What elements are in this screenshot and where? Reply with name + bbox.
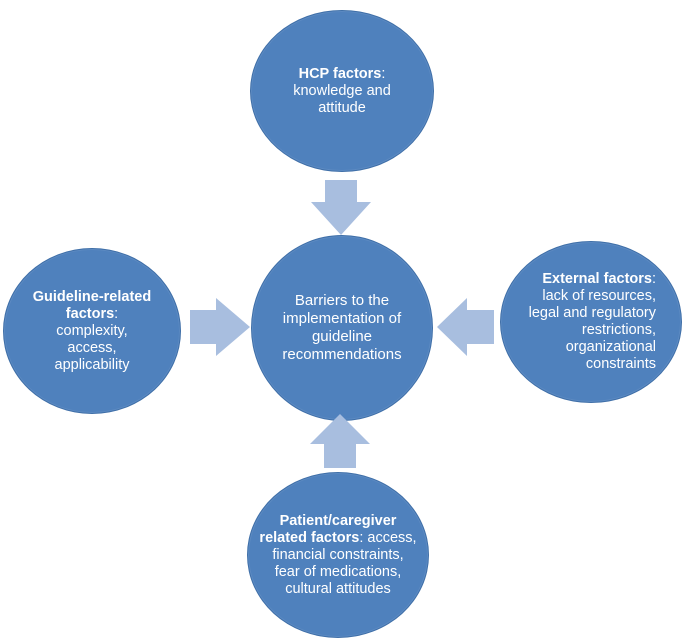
guideline-factors-circle: Guideline-related factors: complexity, a…	[3, 248, 181, 414]
patient-factors-circle: Patient/caregiver related factors: acces…	[247, 472, 429, 638]
guideline-factors-title: Guideline-related factors	[32, 288, 152, 322]
barriers-center-circle: Barriers to the implementation of guidel…	[251, 235, 433, 421]
hcp-factors-title: HCP factors	[298, 65, 382, 82]
right-arrow-icon	[190, 298, 250, 356]
patient-factors-title: Patient/caregiver related factors	[259, 512, 397, 546]
external-factors-title: External factors	[542, 271, 652, 287]
up-arrow-icon	[310, 414, 370, 468]
patient-factors-text: Patient/caregiver related factors: acces…	[259, 513, 417, 598]
guideline-factors-description: : complexity, access, applicability	[54, 305, 130, 373]
left-arrow-icon	[437, 298, 494, 356]
hcp-factors-text: HCP factors: knowledge and attitude	[272, 66, 412, 117]
external-factors-circle: External factors: lack of resources, leg…	[500, 241, 682, 403]
patient-factors-description: : access, financial constraints, fear of…	[272, 529, 417, 597]
hcp-factors-circle: HCP factors: knowledge and attitude	[250, 10, 434, 172]
hcp-factors-description: : knowledge and attitude	[293, 65, 391, 116]
barriers-center-text: Barriers to the implementation of guidel…	[282, 292, 402, 363]
external-factors-description: : lack of resources, legal and regulator…	[528, 271, 656, 372]
external-factors-text: External factors: lack of resources, leg…	[526, 271, 656, 373]
guideline-factors-text: Guideline-related factors: complexity, a…	[32, 289, 152, 374]
down-arrow-icon	[311, 180, 371, 235]
